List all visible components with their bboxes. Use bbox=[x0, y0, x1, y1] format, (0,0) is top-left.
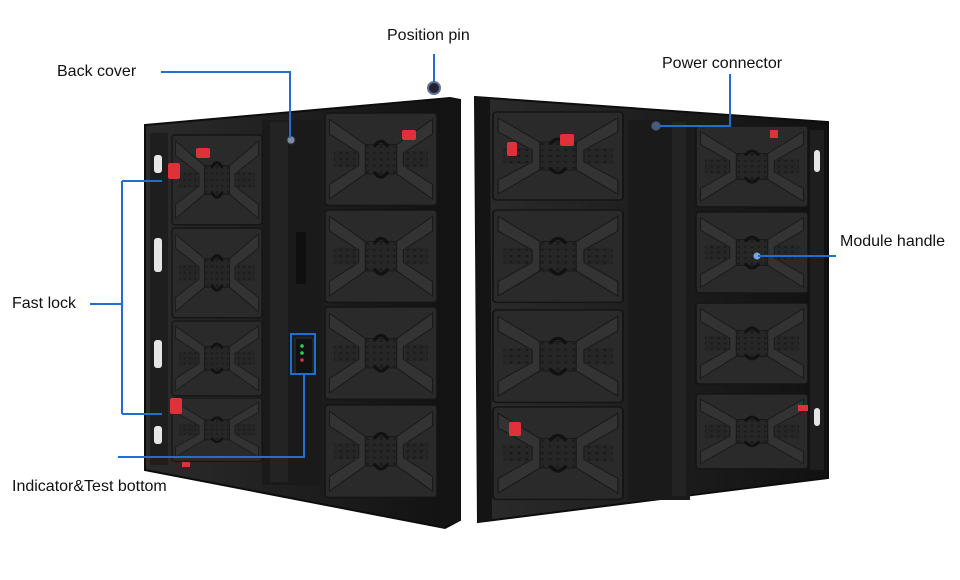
back-cover-label: Back cover bbox=[57, 63, 137, 80]
indicator-test-label: Indicator&Test bottom bbox=[12, 478, 167, 495]
right-cabinet bbox=[473, 95, 829, 524]
module-handle-label: Module handle bbox=[840, 233, 945, 250]
leader-lines bbox=[90, 54, 836, 458]
handle-icon bbox=[753, 252, 761, 260]
left-cabinet bbox=[144, 81, 461, 530]
lock-icon bbox=[168, 130, 416, 467]
led-indicator-icon bbox=[300, 344, 304, 348]
power-connector-label: Power connector bbox=[662, 55, 783, 72]
pin-icon bbox=[427, 81, 441, 95]
fast-lock-label: Fast lock bbox=[12, 295, 77, 312]
connector-icon bbox=[650, 120, 662, 132]
position-pin-label: Position pin bbox=[387, 27, 470, 44]
